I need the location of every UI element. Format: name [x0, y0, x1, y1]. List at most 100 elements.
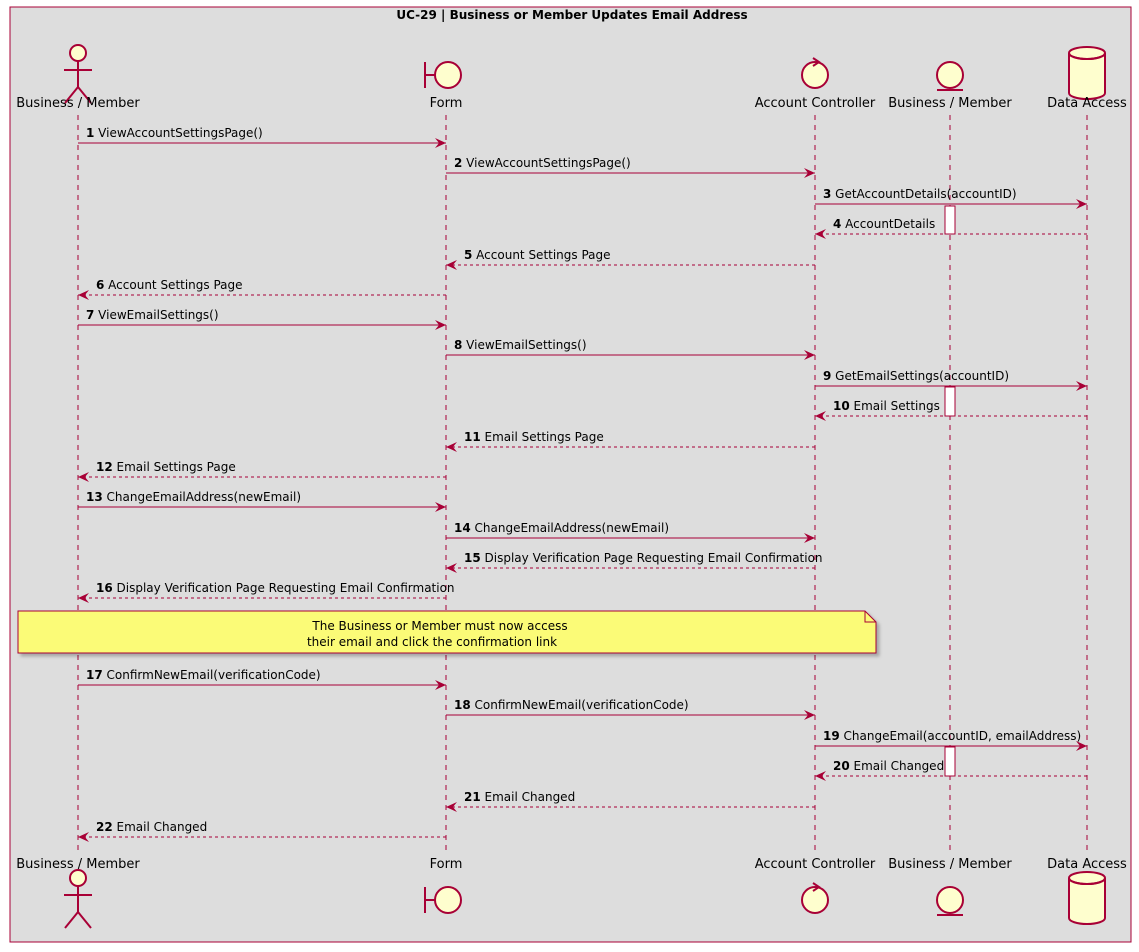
message-text: Email Settings Page: [113, 460, 236, 474]
message-label: 18 ConfirmNewEmail(verificationCode): [454, 698, 689, 712]
message-text: ChangeEmailAddress(newEmail): [471, 521, 669, 535]
message-label: 20 Email Changed: [833, 759, 944, 773]
message-number: 14: [454, 521, 471, 535]
message-text: ViewEmailSettings(): [462, 338, 586, 352]
note: The Business or Member must now access t…: [17, 610, 877, 654]
diagram-frame: [9, 6, 1132, 943]
message-label: 8 ViewEmailSettings(): [454, 338, 587, 352]
message-13: 13 ChangeEmailAddress(newEmail): [78, 490, 446, 512]
message-9: 9 GetEmailSettings(accountID): [815, 369, 1087, 391]
message-3: 3 GetAccountDetails(accountID): [815, 187, 1087, 209]
message-label: 14 ChangeEmailAddress(newEmail): [454, 521, 669, 535]
message-text: Display Verification Page Requesting Ema…: [113, 581, 455, 595]
message-text: Email Changed: [850, 759, 944, 773]
control-icon: [801, 57, 829, 89]
message-label: 17 ConfirmNewEmail(verificationCode): [86, 668, 321, 682]
message-21: 21 Email Changed: [446, 790, 815, 812]
entity-icon: [936, 61, 964, 91]
message-16: 16 Display Verification Page Requesting …: [78, 581, 455, 603]
activation-bar: [944, 205, 956, 235]
message-label: 4 AccountDetails: [833, 217, 935, 231]
message-text: Email Settings Page: [481, 430, 604, 444]
message-text: ViewEmailSettings(): [94, 308, 218, 322]
message-text: Account Settings Page: [472, 248, 610, 262]
message-text: Email Settings: [850, 399, 940, 413]
message-17: 17 ConfirmNewEmail(verificationCode): [78, 668, 446, 690]
message-text: Email Changed: [113, 820, 207, 834]
message-number: 22: [96, 820, 113, 834]
message-text: ConfirmNewEmail(verificationCode): [103, 668, 321, 682]
control-icon: [801, 882, 829, 914]
message-8: 8 ViewEmailSettings(): [446, 338, 815, 360]
message-number: 2: [454, 156, 462, 170]
message-18: 18 ConfirmNewEmail(verificationCode): [446, 698, 815, 720]
message-number: 6: [96, 278, 104, 292]
message-label: 15 Display Verification Page Requesting …: [464, 551, 823, 565]
message-text: ViewAccountSettingsPage(): [462, 156, 630, 170]
activation-bars: [944, 205, 956, 777]
message-label: 2 ViewAccountSettingsPage(): [454, 156, 631, 170]
message-19: 19 ChangeEmail(accountID, emailAddress): [815, 729, 1087, 751]
message-number: 20: [833, 759, 850, 773]
message-15: 15 Display Verification Page Requesting …: [446, 551, 823, 573]
message-label: 16 Display Verification Page Requesting …: [96, 581, 455, 595]
message-number: 9: [823, 369, 831, 383]
message-number: 3: [823, 187, 831, 201]
entity-icon: [936, 886, 964, 916]
note-line-1: The Business or Member must now access: [311, 619, 567, 633]
participant-label-db: Data Access: [1047, 96, 1127, 111]
activation-bar: [944, 746, 956, 777]
message-label: 13 ChangeEmailAddress(newEmail): [86, 490, 301, 504]
activation-bar: [944, 386, 956, 417]
participant-label-entity: Business / Member: [888, 96, 1012, 111]
message-number: 1: [86, 126, 94, 140]
message-text: AccountDetails: [841, 217, 935, 231]
message-text: GetAccountDetails(accountID): [831, 187, 1016, 201]
participant-label-controller: Account Controller: [755, 96, 876, 111]
note-box: [17, 610, 877, 654]
diagram-title: UC-29 | Business or Member Updates Email…: [396, 8, 747, 22]
message-label: 19 ChangeEmail(accountID, emailAddress): [823, 729, 1081, 743]
participant-label-actor-bottom: Business / Member: [16, 857, 140, 872]
message-number: 11: [464, 430, 481, 444]
boundary-icon: [424, 886, 462, 914]
message-label: 10 Email Settings: [833, 399, 940, 413]
message-11: 11 Email Settings Page: [446, 430, 815, 452]
message-label: 1 ViewAccountSettingsPage(): [86, 126, 263, 140]
actor-icon: [64, 869, 92, 929]
message-number: 12: [96, 460, 113, 474]
message-2: 2 ViewAccountSettingsPage(): [446, 156, 815, 178]
message-number: 18: [454, 698, 471, 712]
message-number: 16: [96, 581, 113, 595]
message-number: 7: [86, 308, 94, 322]
message-label: 12 Email Settings Page: [96, 460, 236, 474]
message-label: 3 GetAccountDetails(accountID): [823, 187, 1017, 201]
message-label: 11 Email Settings Page: [464, 430, 604, 444]
message-12: 12 Email Settings Page: [78, 460, 446, 482]
messages: 1 ViewAccountSettingsPage()2 ViewAccount…: [78, 126, 1087, 842]
message-label: 7 ViewEmailSettings(): [86, 308, 219, 322]
message-label: 9 GetEmailSettings(accountID): [823, 369, 1009, 383]
message-number: 17: [86, 668, 103, 682]
message-text: Email Changed: [481, 790, 575, 804]
message-number: 15: [464, 551, 481, 565]
message-4: 4 AccountDetails: [815, 217, 1087, 239]
database-icon: [1068, 871, 1106, 925]
note-corner-fold: [864, 611, 876, 623]
message-6: 6 Account Settings Page: [78, 278, 446, 300]
note-line-2: their email and click the confirmation l…: [307, 635, 557, 649]
message-number: 10: [833, 399, 850, 413]
participant-label-entity-bottom: Business / Member: [888, 857, 1012, 872]
message-text: ConfirmNewEmail(verificationCode): [471, 698, 689, 712]
message-number: 19: [823, 729, 840, 743]
message-text: Account Settings Page: [104, 278, 242, 292]
message-number: 4: [833, 217, 841, 231]
message-label: 6 Account Settings Page: [96, 278, 243, 292]
boundary-icon: [424, 61, 462, 89]
message-number: 21: [464, 790, 481, 804]
participant-label-controller-bottom: Account Controller: [755, 857, 876, 872]
